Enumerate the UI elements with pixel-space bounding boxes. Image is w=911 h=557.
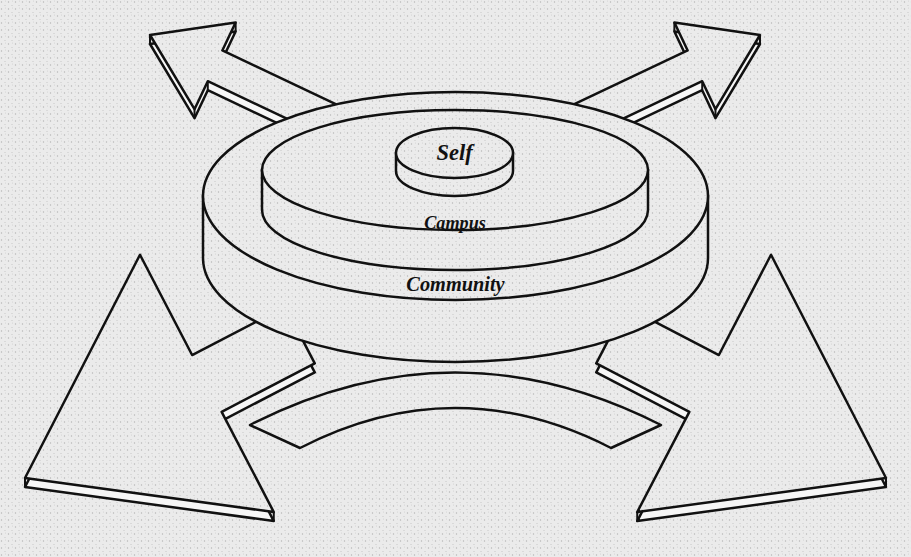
disc-tier: Community Campus Self — [203, 92, 708, 362]
arch-band — [250, 373, 661, 449]
arrow-edge — [714, 109, 716, 118]
disc-tier: Self — [396, 128, 513, 196]
disc-top — [262, 110, 648, 230]
tier-label: Self — [396, 141, 513, 166]
tier-label: Community — [203, 273, 708, 295]
arrow-edge — [194, 109, 196, 118]
disc-top — [203, 92, 708, 300]
arrow-edge — [636, 512, 638, 521]
tier-label: Campus — [262, 213, 648, 233]
disc-tier: Campus Self — [262, 110, 648, 270]
arrow-edge — [273, 512, 275, 521]
outward-arrows — [25, 22, 886, 521]
disc-top — [396, 128, 513, 178]
